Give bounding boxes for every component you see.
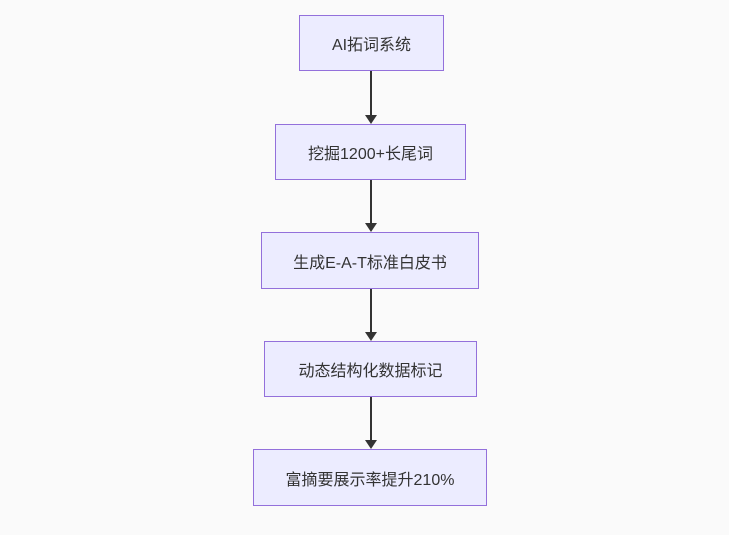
flow-arrow-3 [365,289,377,341]
node-label: AI拓词系统 [331,37,412,54]
flowchart-node-step3: 生成E-A-T标准白皮书 [261,232,479,289]
arrow-head-icon [365,440,377,449]
arrow-line [370,397,372,440]
flowchart-node-step4: 动态结构化数据标记 [264,341,477,397]
node-label: 富摘要展示率提升210% [285,471,455,489]
arrow-head-icon [365,332,377,341]
flowchart-node-step2: 挖掘1200+长尾词 [275,124,466,180]
node-label: 挖掘1200+长尾词 [308,146,433,163]
flow-arrow-4 [365,397,377,449]
arrow-line [370,71,372,115]
flowchart-node-step1: AI拓词系统 [299,15,444,71]
arrow-head-icon [365,223,377,232]
node-label: 生成E-A-T标准白皮书 [293,254,447,272]
arrow-head-icon [365,115,377,124]
flow-arrow-2 [365,180,377,232]
flowchart-node-step5: 富摘要展示率提升210% [253,449,487,506]
flow-arrow-1 [365,71,377,124]
node-label: 动态结构化数据标记 [298,363,443,380]
arrow-line [370,180,372,223]
arrow-line [370,289,372,332]
